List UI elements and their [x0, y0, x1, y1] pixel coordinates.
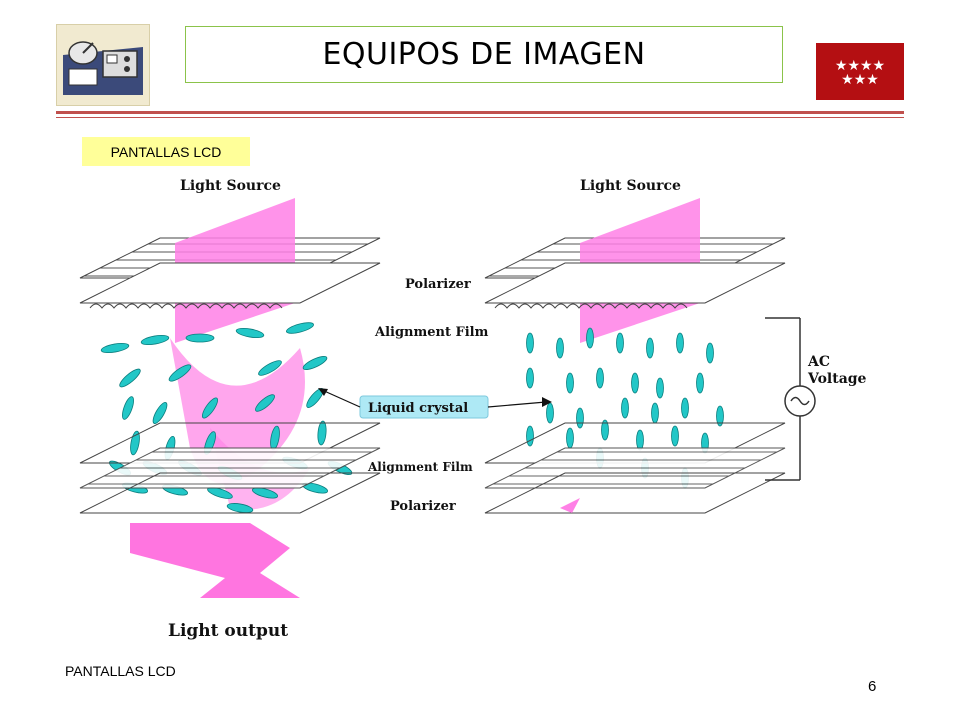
label-light-source-right: Light Source: [580, 178, 681, 194]
svg-text:★★★: ★★★: [841, 72, 879, 88]
label-light-source-left: Light Source: [180, 178, 281, 194]
header-rule-thin: [56, 117, 904, 118]
label-polarizer-bottom: Polarizer: [390, 499, 456, 514]
label-alignment-film-top: Alignment Film: [374, 325, 489, 340]
label-ac-voltage-line1: AC: [807, 354, 830, 370]
label-ac-voltage-line2: Voltage: [807, 371, 867, 387]
ac-voltage-circuit: [765, 317, 816, 481]
light-output-arrow: [130, 523, 300, 598]
left-alignment-film-top: [79, 262, 381, 304]
header-rule: [56, 111, 904, 114]
title-box: EQUIPOS DE IMAGEN: [185, 26, 783, 83]
svg-text:★★★★: ★★★★: [835, 58, 885, 74]
right-liquid-crystal: [526, 327, 724, 489]
page-number: 6: [868, 678, 877, 695]
lcd-diagram: Light Source Light Source Polarizer Alig…: [79, 178, 867, 641]
right-polarizer-bottom: [484, 447, 786, 489]
label-polarizer-top: Polarizer: [405, 277, 471, 292]
right-alignment-film-top: [484, 262, 786, 304]
footer-text: PANTALLAS LCD: [65, 663, 176, 679]
left-panel: [79, 198, 381, 598]
page-title: EQUIPOS DE IMAGEN: [322, 37, 646, 72]
liquid-crystal-callout: Liquid crystal: [318, 388, 552, 419]
logo-icon: [56, 24, 150, 106]
label-alignment-film-bottom: Alignment Film: [367, 460, 473, 474]
left-polarizer-bottom: [79, 447, 381, 489]
section-label: PANTALLAS LCD: [82, 137, 250, 166]
label-light-output: Light output: [168, 621, 288, 641]
right-panel: [484, 198, 816, 514]
flag-logo-icon: ★★★★ ★★★: [816, 43, 904, 100]
label-liquid-crystal: Liquid crystal: [368, 401, 468, 416]
